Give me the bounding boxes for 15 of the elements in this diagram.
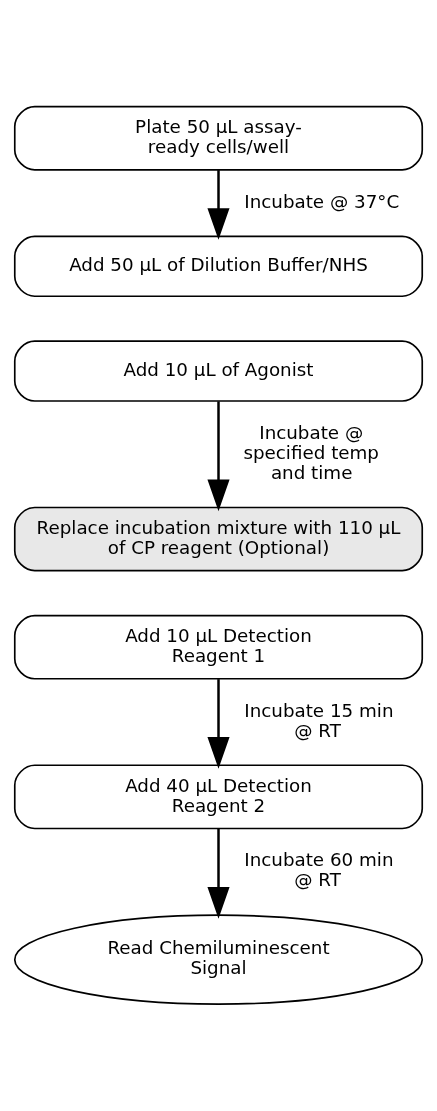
node-box: Add 10 μL Detection Reagent 1	[13, 614, 424, 680]
edge-label: Incubate @ 37°C	[244, 190, 400, 212]
node-ellipse: Read Chemiluminescent Signal	[13, 914, 424, 1005]
node-box: Plate 50 μL assay-ready cells/well	[13, 105, 424, 171]
node-box: Add 50 μL of Dilution Buffer/NHS	[13, 235, 424, 298]
edge-label: Incubate @ specified temp and time	[243, 421, 379, 483]
node-box: Add 40 μL Detection Reagent 2	[13, 764, 424, 830]
arrow	[207, 679, 230, 769]
edge-label: Incubate 15 min @ RT	[244, 699, 394, 741]
arrow	[207, 401, 230, 512]
arrow	[207, 828, 230, 919]
node-box: Replace incubation mixture with 110 μL of CP reagent (Optional)	[13, 506, 424, 572]
edge-label: Incubate 60 min @ RT	[244, 849, 394, 891]
arrow	[207, 170, 230, 240]
node-box: Add 10 μL of Agonist	[13, 340, 424, 402]
